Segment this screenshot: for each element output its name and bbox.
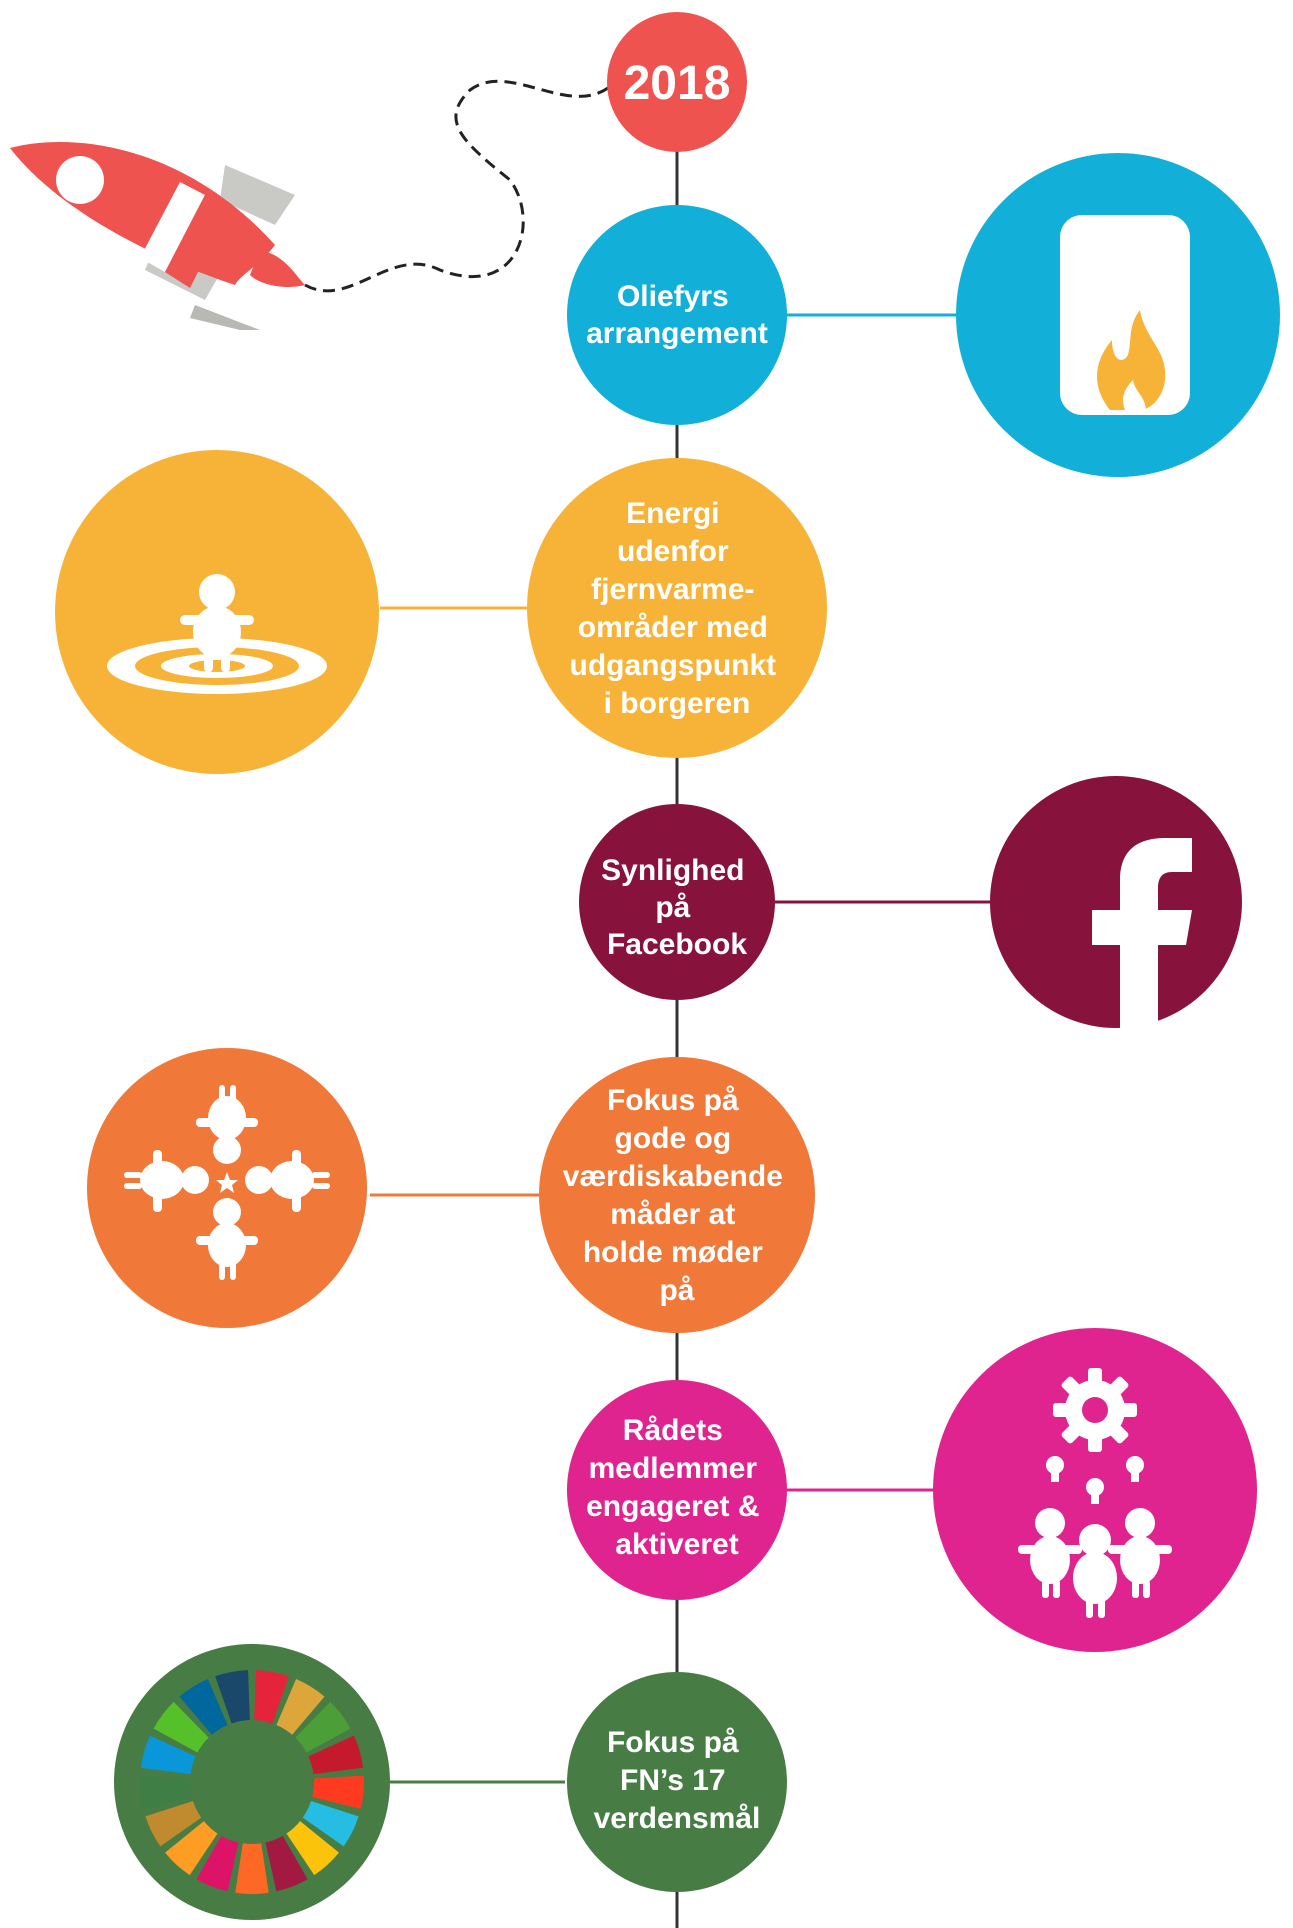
step-line: holde møder (583, 1236, 763, 1269)
sdg-wheel-segment (179, 1679, 228, 1735)
step-line: aktiveret (615, 1528, 738, 1561)
sdg-wheel-segment (312, 1775, 365, 1809)
sdg-wheel-segment (235, 1843, 269, 1894)
sdg-wheel-segment (145, 1801, 202, 1847)
step-node-meetings: Fokus på gode og værdiskabende måder at … (539, 1057, 815, 1333)
step-line: arrangement (586, 317, 768, 350)
sdg-wheel-segment (295, 1701, 351, 1753)
step-line: måder at (610, 1198, 735, 1231)
sdg-wheel-segment (139, 1775, 192, 1809)
step-line: udgangspunkt (570, 649, 777, 682)
rocket-trail (304, 79, 613, 293)
step-line: medlemmer (589, 1452, 758, 1485)
sdg-wheel-segment (276, 1679, 325, 1735)
step-line: Oliefyrs (617, 280, 729, 313)
sdg-wheel-segment (140, 1735, 196, 1775)
step-line: fjernvarme- (591, 573, 754, 606)
step-line: værdiskabende (563, 1160, 783, 1193)
meeting-people-icon (87, 1048, 367, 1328)
year-label: 2018 (624, 57, 731, 110)
step-line: gode og (615, 1122, 732, 1155)
step-line: Rådets (623, 1414, 723, 1447)
step-line: på (659, 1274, 694, 1307)
step-label-sdg: Fokus på FN’s 17 verdensmål (594, 1726, 761, 1835)
step-line: områder med (578, 611, 768, 644)
step-line: Fokus på (607, 1726, 739, 1759)
sdg-wheel-segment (286, 1821, 339, 1876)
step-node-sdg: Fokus på FN’s 17 verdensmål (567, 1672, 787, 1892)
sdg-wheel-segment (265, 1835, 308, 1892)
year-node: 2018 (607, 12, 747, 152)
sdg-wheel-segment (215, 1670, 250, 1724)
step-line: FN’s 17 (620, 1764, 726, 1797)
step-line: på (655, 891, 690, 924)
sdg-wheel-segment (165, 1821, 218, 1876)
step-node-members: Rådets medlemmer engageret & aktiveret (567, 1380, 787, 1600)
sdg-wheel-segment (254, 1670, 289, 1724)
step-label-members: Rådets medlemmer engageret & aktiveret (586, 1414, 768, 1561)
facebook-icon (990, 776, 1242, 1028)
sdg-wheel-segment (153, 1701, 209, 1753)
step-label-meetings: Fokus på gode og værdiskabende måder at … (563, 1084, 791, 1307)
sdg-wheel-segment (196, 1835, 239, 1892)
step-label-energi: Energi udenfor fjernvarme- områder med u… (570, 497, 785, 720)
step-line: udenfor (617, 535, 729, 568)
step-label-oliefyrs: Oliefyrs arrangement (586, 280, 768, 350)
sdg-wheel-icon (114, 1644, 390, 1920)
step-line: engageret & (586, 1490, 759, 1523)
sdg-wheel-segment (302, 1801, 359, 1847)
step-line: verdensmål (594, 1802, 761, 1835)
step-node-oliefyrs: Oliefyrs arrangement (567, 205, 787, 425)
step-line: Synlighed (601, 854, 744, 887)
sdg-wheel-segment (308, 1735, 364, 1775)
step-line: Facebook (607, 928, 747, 961)
gear-ideas-people-icon (933, 1328, 1257, 1652)
step-line: i borgeren (604, 687, 751, 720)
step-node-facebook: Synlighed på Facebook (579, 804, 775, 1000)
citizen-on-target-icon (55, 450, 379, 774)
step-line: Energi (626, 497, 719, 530)
step-line: Fokus på (607, 1084, 739, 1117)
step-label-facebook: Synlighed på Facebook (601, 854, 753, 961)
rocket-icon (10, 142, 305, 330)
step-node-energi: Energi udenfor fjernvarme- områder med u… (527, 458, 827, 758)
oil-burner-flame-icon (956, 153, 1280, 477)
